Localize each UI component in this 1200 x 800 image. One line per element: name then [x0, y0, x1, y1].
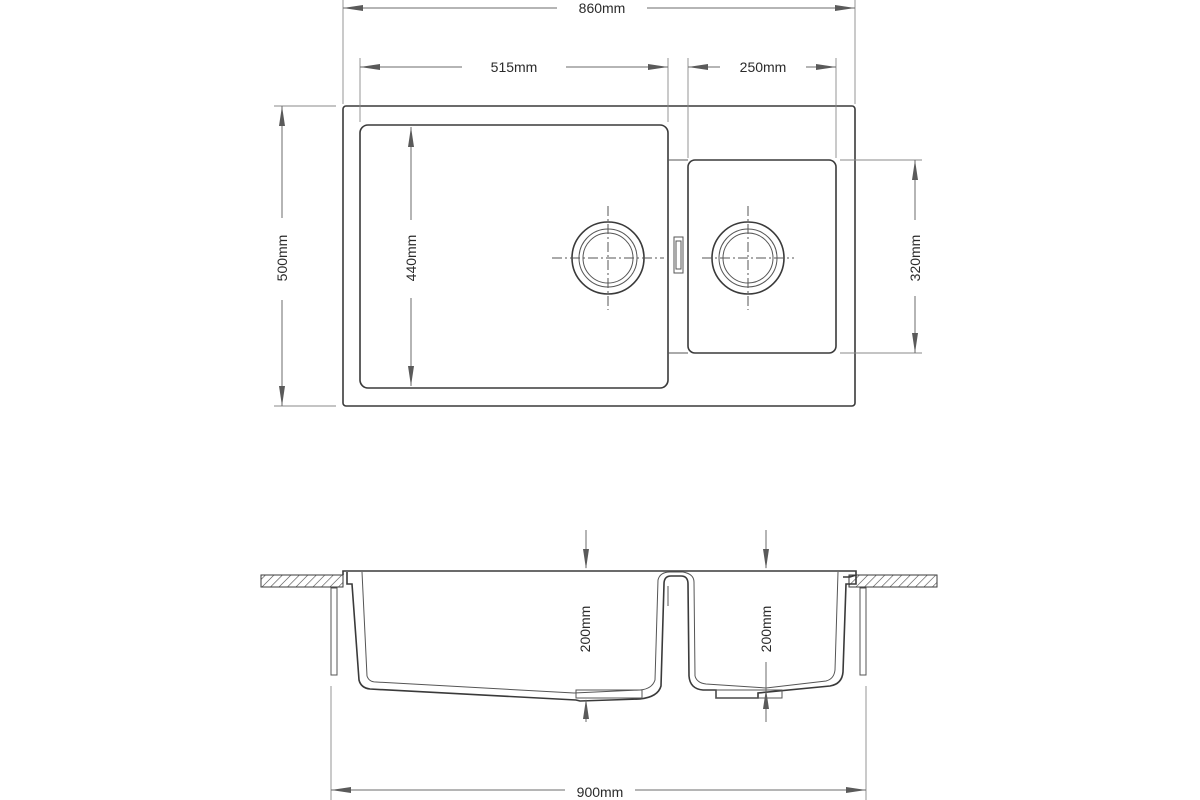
dim-small-bowl-depth: 320mm — [840, 159, 923, 354]
small-bowl-section-inner — [694, 571, 839, 689]
small-drain-body — [715, 689, 783, 699]
main-bowl-section-inner — [361, 571, 696, 694]
dim-label-cutout-width: 900mm — [577, 784, 624, 800]
main-drain-icon — [552, 206, 664, 310]
dim-main-bowl-height: 200mm — [577, 530, 593, 722]
dim-label-small-bowl-depth: 320mm — [907, 235, 923, 282]
dim-overall-depth: 500mm — [274, 105, 336, 407]
sink-top-outline — [342, 105, 856, 407]
dim-main-bowl-depth: 440mm — [403, 127, 419, 386]
dim-label-overall-width: 860mm — [579, 0, 626, 16]
dim-cutout-width: 900mm — [330, 686, 867, 800]
main-drain-body — [575, 689, 643, 699]
top-view: 860mm 515mm 250mm — [274, 0, 923, 407]
small-drain-icon — [702, 206, 794, 310]
overflow-slot — [673, 236, 684, 274]
dim-label-main-bowl-height: 200mm — [577, 606, 593, 653]
main-bowl-outline — [359, 124, 669, 389]
dim-label-main-bowl-width: 515mm — [491, 59, 538, 75]
small-bowl-section-outer — [688, 575, 857, 699]
dim-label-main-bowl-depth: 440mm — [403, 235, 419, 282]
dim-label-small-bowl-height: 200mm — [758, 606, 774, 653]
countertop-right — [848, 574, 938, 588]
dim-overall-width: 860mm — [342, 0, 856, 104]
cabinet-wall-left — [330, 587, 338, 676]
dim-label-small-bowl-width: 250mm — [740, 59, 787, 75]
sink-rim — [342, 570, 857, 578]
side-view: 200mm 200mm 900mm — [260, 530, 938, 800]
dim-small-bowl-width: 250mm — [687, 58, 837, 158]
dim-main-bowl-width: 515mm — [359, 58, 669, 122]
cabinet-wall-right — [859, 587, 867, 676]
dim-small-bowl-height: 200mm — [758, 530, 774, 722]
overflow-slot-inner — [675, 240, 682, 270]
dim-label-overall-depth: 500mm — [274, 235, 290, 282]
main-bowl-section-outer — [346, 572, 690, 702]
countertop-left — [260, 574, 344, 588]
bowl-divider — [668, 159, 688, 354]
small-bowl-outline — [687, 159, 837, 354]
